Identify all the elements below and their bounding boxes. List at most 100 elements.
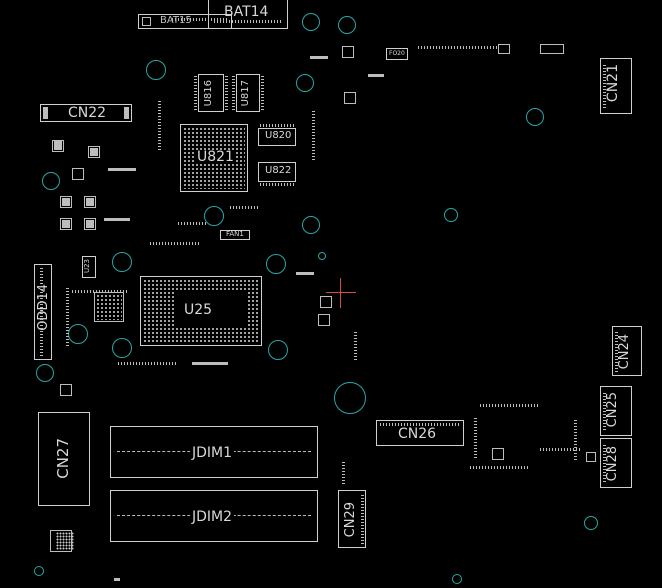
smd-row [230,206,260,209]
mount-hole [452,574,462,584]
u25-label: U25 [184,302,213,318]
smd-col [66,286,69,346]
fan1-label: FAN1 [226,230,244,238]
smd-row [418,46,498,49]
mount-hole [268,340,288,360]
fan1-connector[interactable] [220,230,250,240]
u820-pins [260,124,294,127]
mount-hole [68,324,88,344]
cn21-label: CN21 [605,64,621,103]
small-ic [344,92,356,104]
smd-col [342,460,345,484]
smd-pad [104,218,130,221]
mount-hole [266,254,286,274]
odd14-connector[interactable] [34,264,52,360]
cn26-label: CN26 [398,426,437,442]
smd-pad [90,148,98,156]
mount-hole [302,13,320,31]
u25-cpu[interactable] [140,276,262,346]
mount-hole [338,16,356,34]
smd-col [312,110,315,160]
smd-pad [62,220,70,228]
cn28-pins [603,444,606,482]
jdim2-label: JDIM2 [190,509,235,525]
u820-chip[interactable] [258,128,296,146]
bat14-label: BAT14 [224,4,269,20]
small-ic [88,146,100,158]
u817-chip[interactable] [236,74,260,112]
cn27-label: CN27 [54,438,72,479]
u822-chip[interactable] [258,162,296,182]
smd-row [150,242,200,245]
cn22-pad-right [124,107,129,119]
u822-label: U822 [265,165,292,176]
smd-col [574,420,577,460]
mount-hole [296,74,314,92]
u25-die [176,292,248,328]
cn26-connector[interactable] [376,420,464,446]
cn24-label: CN24 [617,334,632,370]
mount-hole [334,382,366,414]
smd-pad [192,362,228,365]
smd-pad [368,74,384,77]
small-ic [72,168,84,180]
cn25-connector[interactable] [600,386,632,436]
mount-hole [36,364,54,382]
u23-label: U23 [83,259,91,274]
mount-hole [318,252,326,260]
cn28-label: CN28 [605,446,620,482]
smd-pad [54,140,62,150]
u817-pins-r [261,76,264,110]
bat14-connector[interactable] [208,0,288,29]
mount-hole [112,338,132,358]
cn29-label: CN29 [343,502,358,538]
crosshair-cursor [326,292,356,293]
cn26-pins-top [380,423,460,426]
smd-row [118,362,178,365]
cn21-connector[interactable] [600,58,632,114]
small-ic [320,296,332,308]
smd-pad [114,578,120,581]
fo20-component[interactable] [386,48,408,60]
smd-pad [86,220,94,228]
small-ic [60,218,72,230]
u817-label: U817 [240,80,251,107]
smd-row [72,290,128,293]
u816-pins-l [194,76,197,110]
bat15-pin1 [142,17,151,26]
mount-hole [42,172,60,190]
jdim1-label: JDIM1 [190,445,235,461]
small-ic [318,314,330,326]
bat14-pins [214,20,282,23]
odd14-pins [40,268,43,356]
bat15-pins [172,18,228,21]
cn22-connector[interactable] [40,104,132,122]
u820-label: U820 [265,130,292,141]
mount-hole [584,516,598,530]
small-ic [540,44,564,54]
u816-chip[interactable] [198,74,224,112]
cn27-connector[interactable] [38,412,90,506]
cn29-pins [361,494,364,544]
u23-chip[interactable] [82,256,96,278]
cn24-pins [615,332,618,372]
cn21-pins [603,64,606,108]
cn28-connector[interactable] [600,438,632,488]
small-ic [84,218,96,230]
u821-chip[interactable] [180,124,248,192]
mount-hole [204,206,224,226]
cn22-pad-left [43,107,48,119]
small-ic [60,196,72,208]
cn29-connector[interactable] [338,490,366,548]
cn25-pins [603,392,606,430]
fo20-label: FO20 [389,50,405,57]
smd-pad [310,56,328,59]
smd-col [354,330,357,360]
smd-pad [108,168,136,171]
odd14-label: ODD14 [36,284,51,331]
cn22-label: CN22 [68,105,107,121]
qfn-pads [56,532,74,550]
smd-col [474,418,477,458]
cn24-connector[interactable] [612,326,642,376]
